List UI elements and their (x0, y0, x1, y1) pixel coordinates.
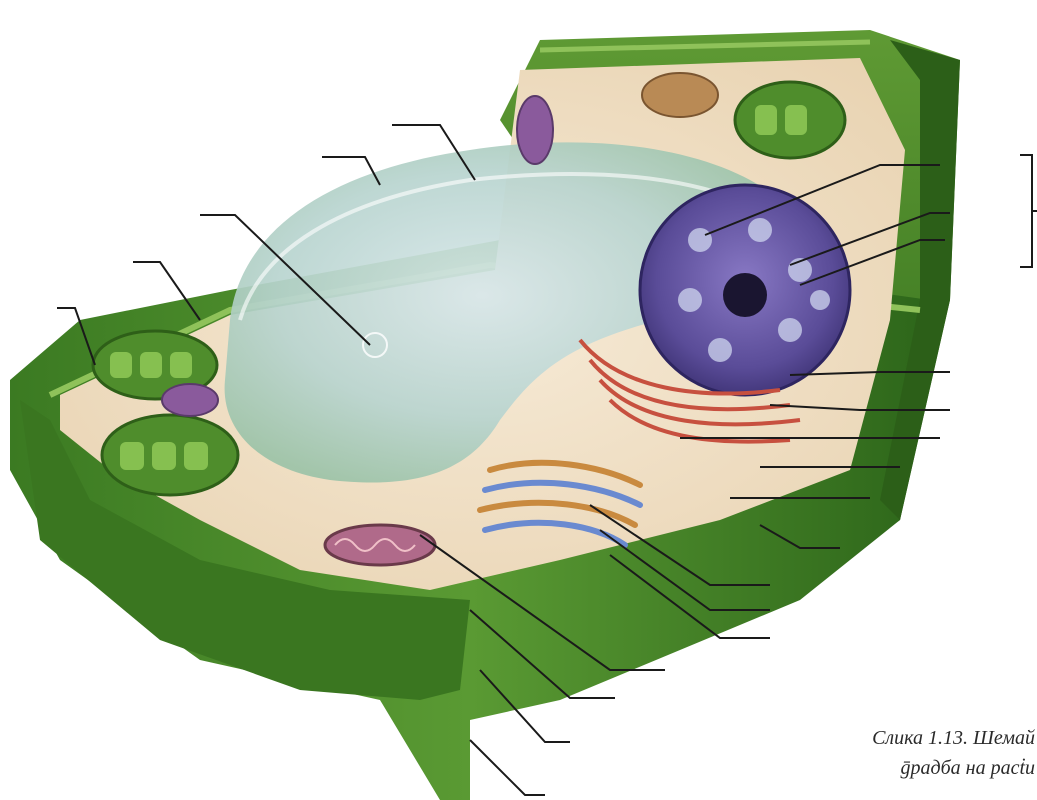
amyloplast (642, 73, 718, 117)
figure-caption-line-1: Слика 1.13. Шемай (872, 727, 1035, 750)
figure-caption-line-2: ḡрадба на расṫи (900, 757, 1035, 780)
nucleus (640, 185, 850, 395)
